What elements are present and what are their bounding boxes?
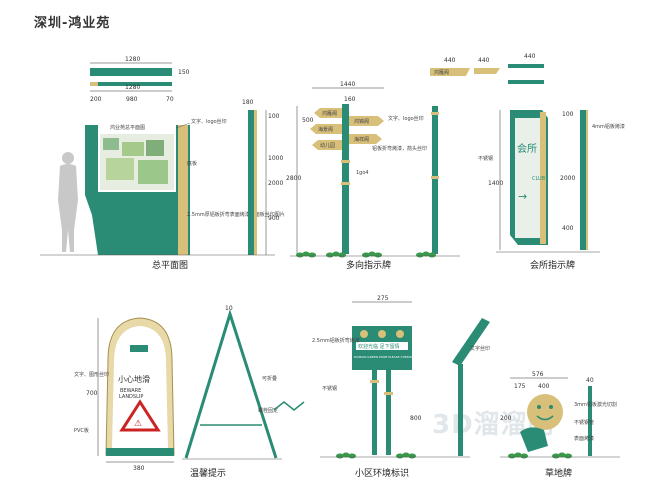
direction-side-pole — [432, 106, 438, 254]
plan-dim-100: 100 — [268, 113, 280, 120]
lawn-note-3: 表面烤漆 — [574, 435, 594, 442]
club-sign-big: 会所 — [517, 142, 537, 155]
direction-dim-top: 1440 — [340, 81, 355, 88]
plan-top-bar — [90, 68, 172, 76]
page-title: 深圳-鸿业苑 — [34, 16, 111, 31]
plan-dim-1000: 1000 — [268, 155, 283, 162]
plan-note-text: 文字、logo丝印 — [191, 118, 227, 125]
direction-dim-160: 160 — [344, 96, 356, 103]
warning-section: 小心地滑 BEWARE LANDSLIP ⚠ 700 380 文字、图形丝印 P… — [74, 305, 305, 479]
club-section: 鸿雁阁 440 440 440 会所 CLUB → 1400 不锈钢 4mm铝板… — [430, 53, 625, 271]
plan-dim-top: 1280 — [125, 56, 140, 63]
direction-arrow-b — [349, 116, 384, 126]
direction-arrow-c — [310, 124, 342, 134]
direction-label-e: 海祥阁 — [354, 136, 369, 143]
plan-note-bottom: 2.5mm厚铝板折弯表面烤漆，面板丝印图片 — [187, 211, 285, 218]
club-dim-440a: 440 — [444, 57, 456, 64]
direction-pole — [342, 104, 349, 254]
plan-board-title: 鸿业苑总平面图 — [110, 124, 145, 131]
club-arrow-icon: → — [518, 190, 527, 203]
community-note-1: 2.5mm铝板折弯烤漆 — [312, 337, 360, 344]
direction-section: 1440 160 2800 500 鸿雁阁 鸿锦阁 海景阁 幼儿园 海祥阁 文字… — [286, 81, 460, 271]
lawn-dim-576: 576 — [532, 371, 544, 378]
person-silhouette — [58, 152, 78, 252]
direction-label-a: 鸿雁阁 — [322, 110, 337, 117]
lawn-dim-400: 400 — [538, 383, 550, 390]
direction-arrow-d — [312, 140, 342, 150]
warning-note-3: 可折叠 — [262, 375, 277, 382]
lawn-leaf-sign — [520, 427, 548, 452]
direction-arrow-a — [314, 108, 342, 118]
warning-sign-inner — [112, 326, 168, 448]
lawn-note-1: 3mm铝板激光切割 — [574, 401, 617, 408]
lawn-dim-175: 175 — [514, 383, 526, 390]
direction-label-d: 幼儿园 — [320, 142, 335, 149]
community-dim-275: 275 — [377, 295, 389, 302]
slip-hazard-icon — [119, 399, 161, 432]
plan-dim-900: 900 — [268, 215, 280, 222]
club-top-label: 鸿雁阁 — [434, 69, 449, 76]
direction-note-2: 铝板折弯烤漆，箭头丝印 — [372, 145, 427, 152]
plan-caption: 总平面图 — [152, 259, 188, 271]
club-dim-440c: 440 — [524, 53, 536, 60]
warning-note-4: 螺栓固定 — [258, 407, 278, 414]
club-sign-small: CLUB — [532, 176, 546, 182]
club-top-tag — [430, 68, 470, 76]
community-text-2: DOMAIN GREEN ZONE PLEASE CHERISH — [354, 355, 414, 359]
warning-dim-700: 700 — [86, 390, 98, 397]
club-dim-2000: 2000 — [560, 175, 575, 182]
warning-dim-380: 380 — [133, 465, 145, 472]
direction-label-c: 海景阁 — [318, 126, 333, 133]
direction-caption: 多向指示牌 — [346, 259, 391, 271]
community-section: 275 欢迎光临 足下留情 DOMAIN GREEN ZONE PLEASE C… — [312, 295, 490, 479]
lawn-face-sign — [527, 394, 563, 430]
direction-note-3: 1go4 — [356, 170, 369, 176]
plan-note-mid: 底板 — [187, 160, 197, 167]
plan-dim-70: 70 — [166, 96, 174, 103]
plan-dim-980: 980 — [126, 96, 138, 103]
lawn-note-2: 不锈钢管 — [574, 419, 594, 426]
club-note-1: 不锈钢 — [478, 155, 493, 162]
plan-side-view — [248, 110, 254, 255]
warning-note-1: 文字、图形丝印 — [74, 371, 109, 378]
warning-caption: 温馨提示 — [190, 467, 226, 479]
lawn-dim-40: 40 — [586, 377, 594, 384]
direction-note-1: 文字、logo丝印 — [388, 115, 424, 122]
plan-dim-200: 200 — [90, 96, 102, 103]
direction-label-b: 鸿锦阁 — [354, 118, 369, 125]
club-dim-400: 400 — [562, 225, 574, 232]
community-text-1: 欢迎光临 足下留情 — [358, 343, 400, 350]
community-note-2: 不锈钢 — [322, 385, 337, 392]
warning-note-2: PVC板 — [74, 427, 89, 434]
direction-dim-500: 500 — [302, 117, 314, 124]
plan-dim-2000: 2000 — [268, 180, 283, 187]
lawn-dim-200: 200 — [500, 415, 512, 422]
club-caption: 会所指示牌 — [530, 259, 575, 271]
plan-dim-thick: 150 — [178, 69, 190, 76]
warning-aframe — [184, 308, 278, 459]
club-dim-1400: 1400 — [488, 180, 503, 187]
lawn-section: 576 175 400 40 200 3mm铝板激光切割 不锈钢管 表面烤漆 草… — [500, 371, 620, 479]
slip-figure-icon: ⚠ — [134, 419, 142, 429]
warning-dim-10: 10 — [225, 305, 233, 312]
plan-section: 1280 150 1280 200 980 70 鸿业苑总平面图 — [40, 56, 285, 271]
community-dim-800: 800 — [410, 415, 422, 422]
direction-dim-2800: 2800 — [286, 175, 301, 182]
community-caption: 小区环境标识 — [355, 467, 409, 479]
warning-cn: 小心地滑 — [118, 374, 150, 384]
community-side-board — [452, 318, 490, 366]
club-dim-440b: 440 — [478, 57, 490, 64]
club-side-view — [580, 110, 586, 250]
club-dim-100: 100 — [562, 111, 574, 118]
lawn-caption: 草地牌 — [545, 467, 572, 479]
warning-en1: BEWARE — [120, 388, 141, 394]
direction-arrow-e — [349, 134, 382, 144]
community-note-3: 文字丝印 — [470, 345, 490, 352]
plan-dim-width: 1280 — [125, 84, 140, 91]
plan-dim-side: 180 — [242, 99, 254, 106]
warning-en2: LANDSLIP — [119, 394, 143, 400]
club-note-2: 4mm铝板烤漆 — [592, 123, 625, 130]
